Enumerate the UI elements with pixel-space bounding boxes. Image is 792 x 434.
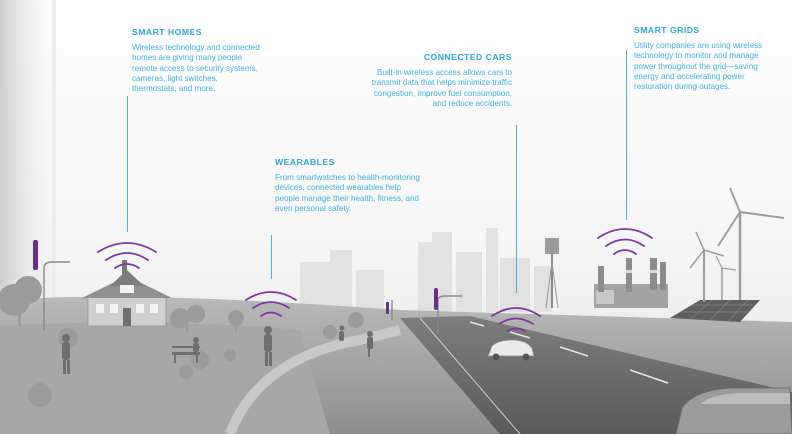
smart-homes-callout: SMART HOMES Wireless technology and conn… [132,27,264,94]
solar-panel-icon [670,299,760,322]
wifi-signal-icon [597,228,653,255]
park-bench [172,346,200,363]
wind-turbine-icon [689,187,785,302]
foreground-car [675,387,792,434]
power-plant-icon [594,258,668,308]
smart-homes-leader-line [127,96,128,232]
distant-skyline [300,228,552,312]
lawn [0,322,330,434]
smart-grids-description: Utility companies are using wireless tec… [634,41,763,92]
cell-tower-icon [545,238,559,309]
smart-home-house [82,260,172,327]
wifi-signal-icon [491,307,541,332]
road-edge-line [419,317,521,434]
smart-grids-callout: SMART GRIDS Utility companies are using … [634,25,768,92]
smart-grids-leader-line [626,50,627,220]
people [62,325,373,374]
wearables-callout: WEARABLES From smartwatches to health-mo… [275,157,421,214]
connected-cars-description: Built-in wireless access allows cars to … [371,68,512,108]
connected-car [487,339,535,361]
cell-antennas [33,240,438,314]
wearables-title: WEARABLES [275,157,335,167]
smart-homes-description: Wireless technology and connected homes … [132,43,260,94]
connected-cars-callout: CONNECTED CARS Built-in wireless access … [366,52,512,109]
wearables-description: From smartwatches to health-monitoring d… [275,173,420,213]
park-path [225,325,402,434]
wifi-signal-icon [97,242,157,269]
wifi-signal-icon [245,291,297,317]
smart-homes-title: SMART HOMES [132,27,202,37]
antenna-icon [434,288,438,310]
wearables-leader-line [271,235,272,279]
connected-cars-title: CONNECTED CARS [423,52,512,62]
connected-cars-leader-line [516,125,517,293]
wall-edge [52,0,56,434]
antenna-icon [386,302,389,314]
antenna-icon [33,240,38,270]
smart-grids-title: SMART GRIDS [634,25,700,35]
